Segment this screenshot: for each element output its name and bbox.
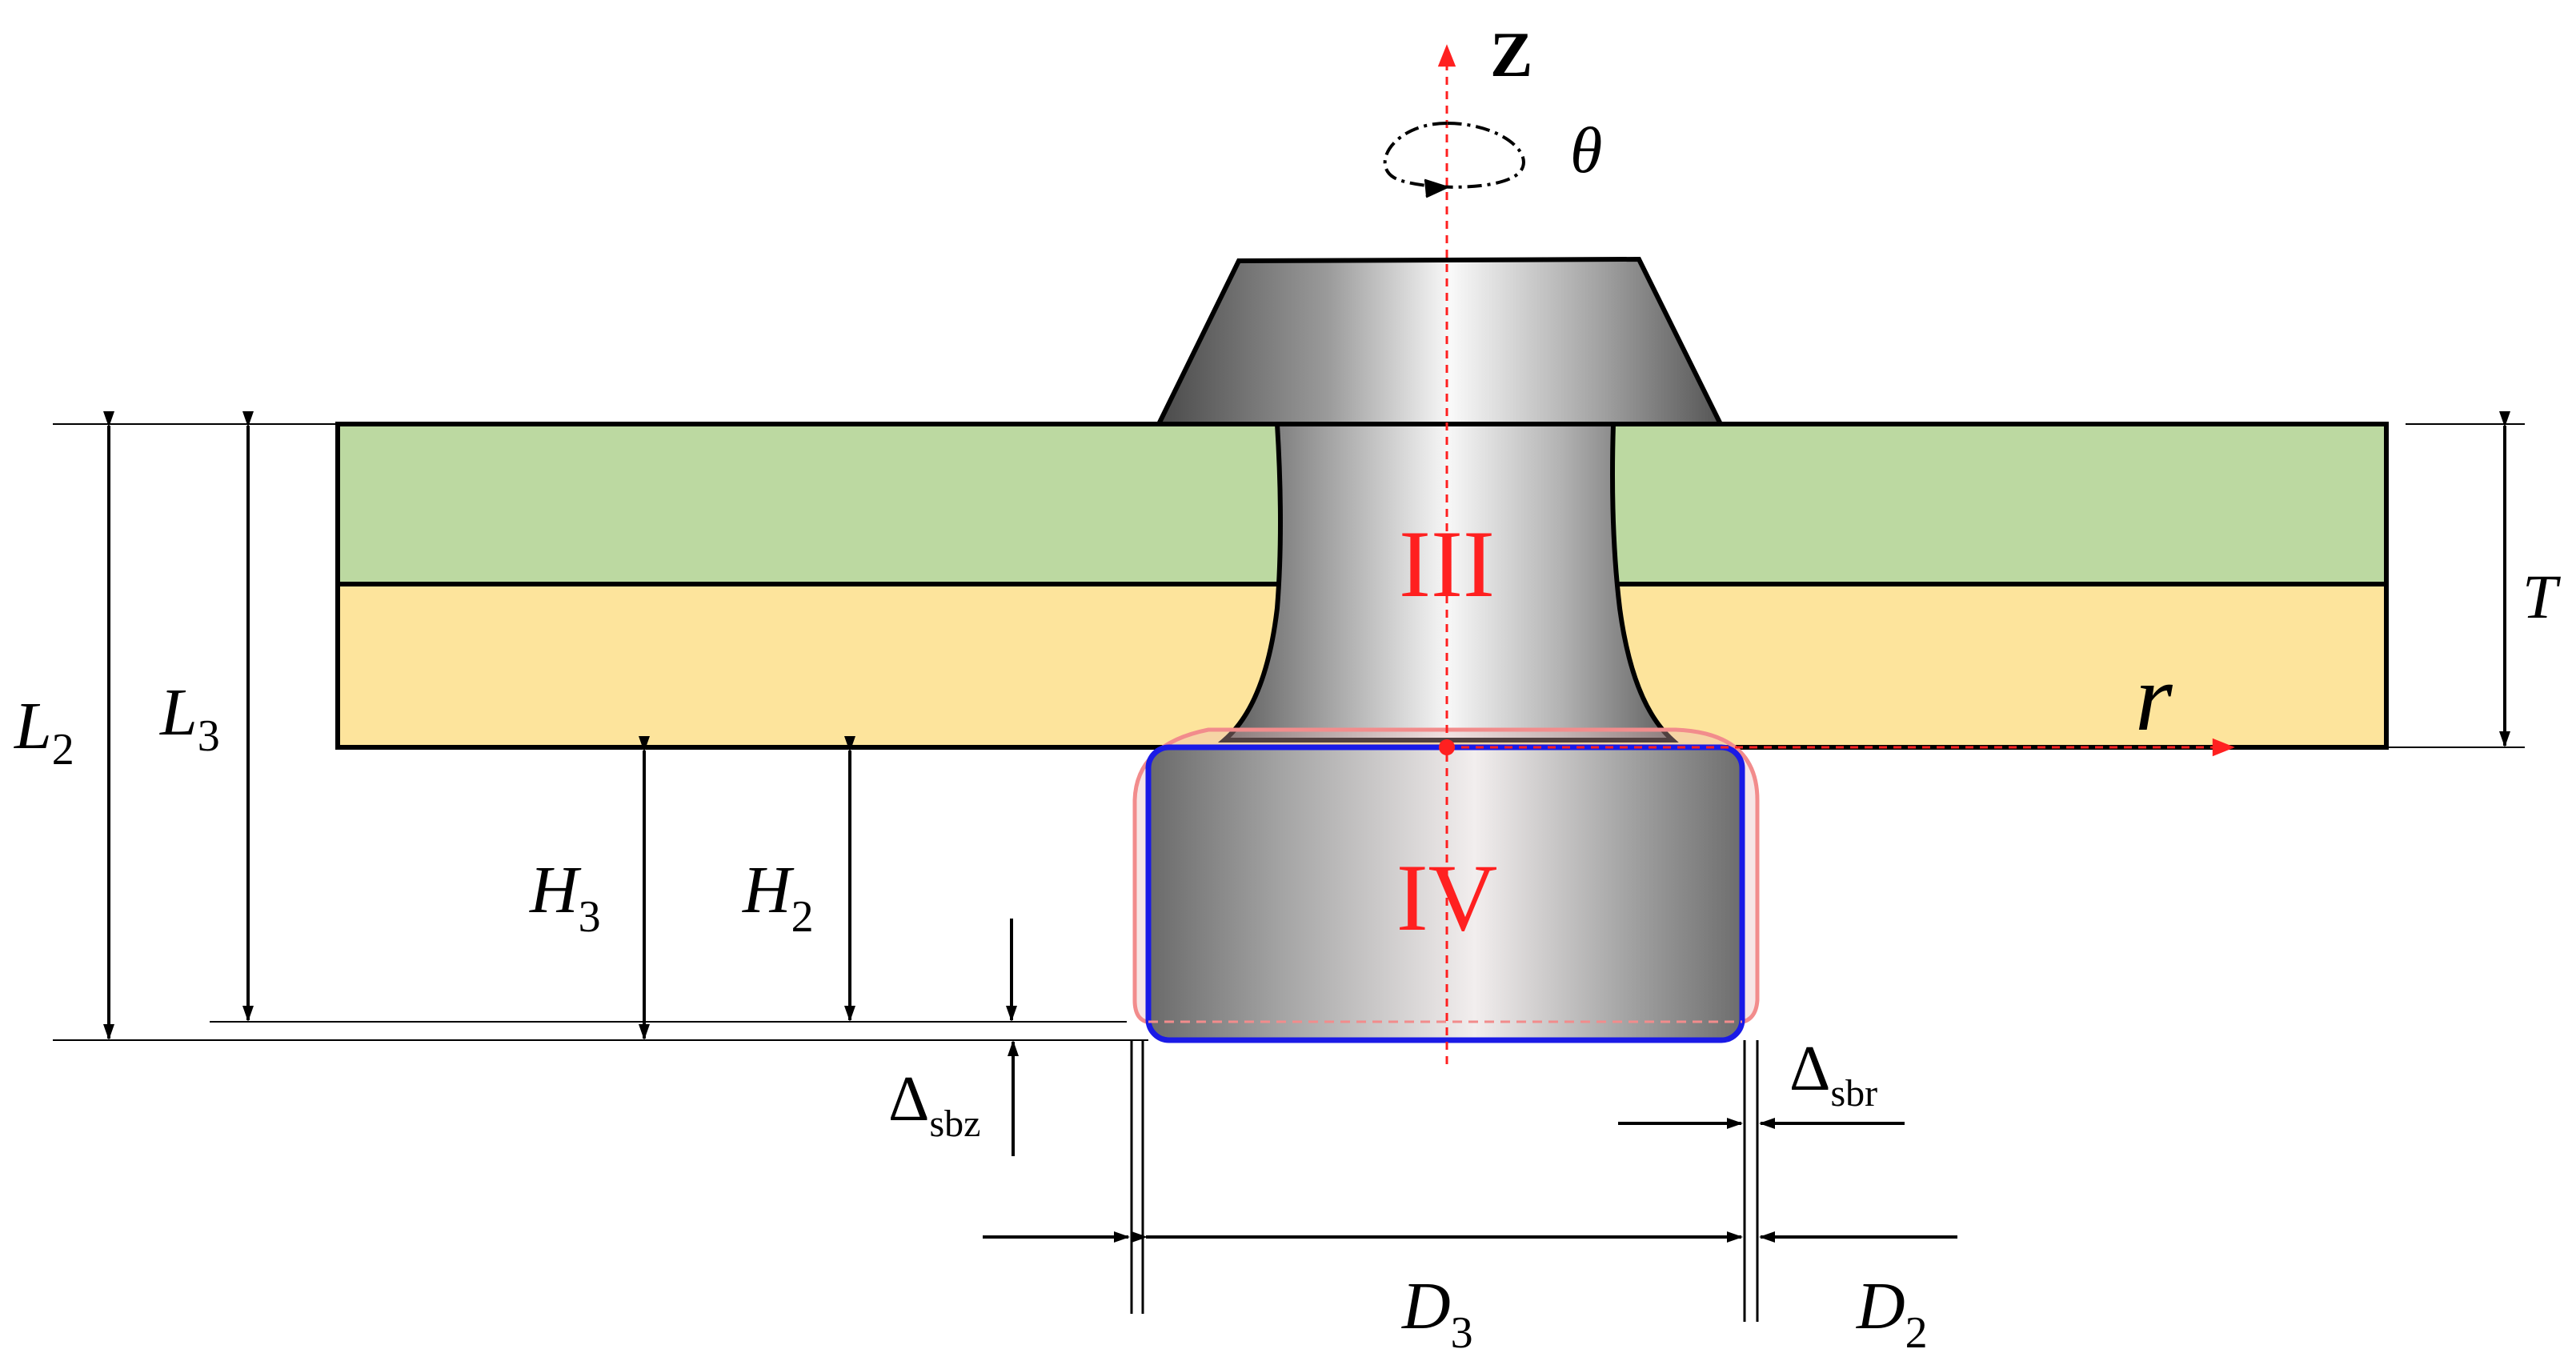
t-label: T	[2522, 562, 2561, 631]
r-axis-label: r	[2135, 644, 2173, 751]
delta-sbr-label: Δsbr	[1789, 1034, 1877, 1115]
d3-label: D3	[1401, 1269, 1473, 1358]
theta-arrowhead	[1424, 178, 1451, 198]
h3-label: H3	[529, 853, 601, 942]
origin-point	[1439, 739, 1455, 755]
d2-label: D2	[1856, 1269, 1928, 1358]
region-iv-label: IV	[1396, 844, 1498, 951]
theta-rotation-arrow	[1383, 122, 1525, 189]
h2-label: H2	[742, 853, 814, 942]
delta-sbz-label: Δsbz	[888, 1064, 980, 1145]
l2-label: L2	[14, 689, 74, 775]
l3-label: L3	[159, 675, 220, 761]
rivet-shank	[1217, 422, 1679, 743]
theta-label: θ	[1570, 114, 1602, 186]
z-axis-label: Z	[1490, 20, 1532, 90]
rivet-head	[1155, 256, 1725, 426]
region-iii-label: III	[1399, 510, 1495, 617]
